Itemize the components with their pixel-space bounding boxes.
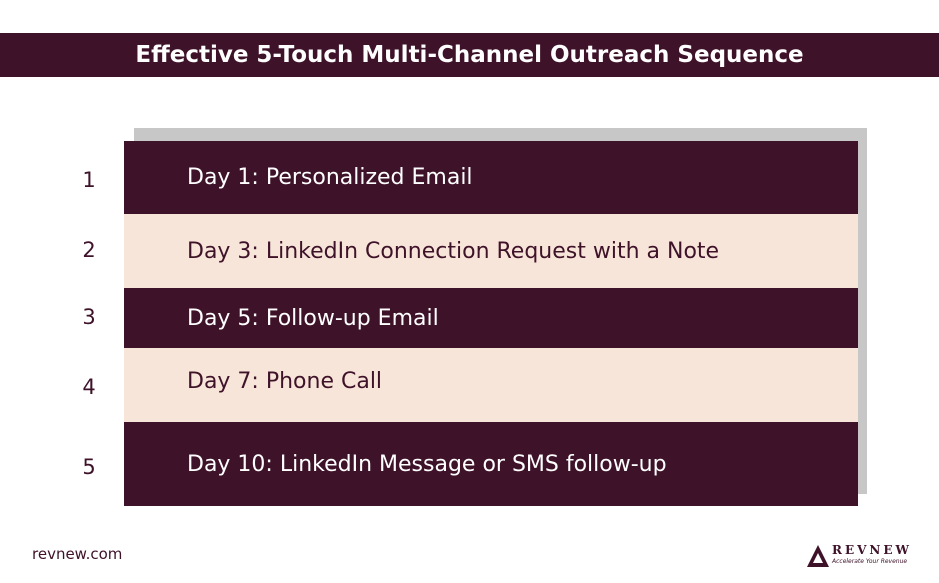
step-label-5: Day 10: LinkedIn Message or SMS follow-u… (187, 451, 667, 477)
step-label-2: Day 3: LinkedIn Connection Request with … (187, 238, 720, 264)
step-label-4: Day 7: Phone Call (187, 368, 383, 394)
step-number-1: 1 (82, 168, 96, 192)
step-number-3: 3 (82, 305, 96, 329)
site-url: revnew.com (32, 545, 123, 563)
step-number-2: 2 (82, 238, 96, 262)
logo-word: REVNEW (832, 543, 913, 557)
logo-tagline: Accelerate Your Revenue (832, 558, 908, 565)
step-row-4: Day 7: Phone Call (124, 348, 858, 422)
step-row-2: Day 3: LinkedIn Connection Request with … (124, 214, 858, 288)
revnew-logo: REVNEW Accelerate Your Revenue (806, 543, 916, 569)
step-row-5: Day 10: LinkedIn Message or SMS follow-u… (124, 422, 858, 506)
step-label-1: Day 1: Personalized Email (187, 165, 473, 190)
step-number-4: 4 (82, 375, 96, 399)
mountain-logo-icon (807, 545, 829, 567)
step-row-3: Day 5: Follow-up Email (124, 288, 858, 348)
step-label-3: Day 5: Follow-up Email (187, 305, 439, 331)
step-number-5: 5 (82, 455, 96, 479)
page-title: Effective 5-Touch Multi-Channel Outreach… (0, 33, 939, 77)
step-row-1: Day 1: Personalized Email (124, 141, 858, 214)
